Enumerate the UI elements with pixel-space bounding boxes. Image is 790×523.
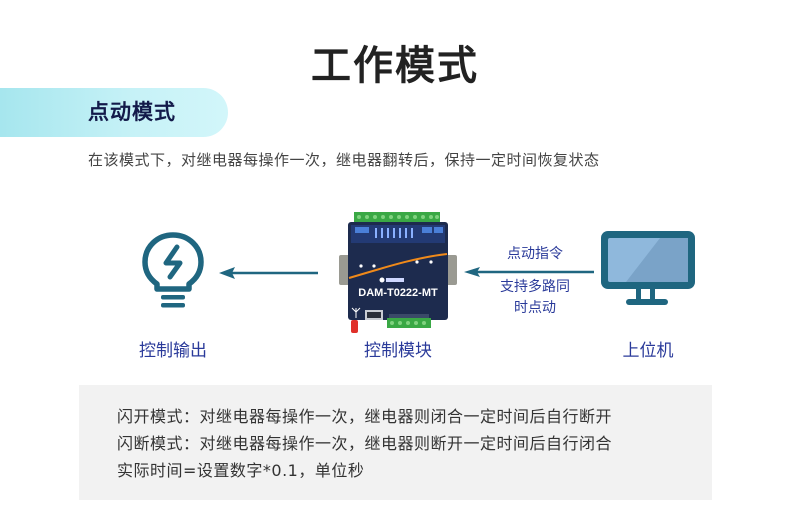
lightbulb-lightning-icon (140, 231, 206, 315)
section-label: 点动模式 (88, 100, 176, 124)
svg-text:DAM-T0222-MT: DAM-T0222-MT (358, 287, 438, 299)
arrow-to-output (219, 265, 319, 279)
control-module-label: 控制模块 (364, 341, 432, 361)
multi-channel-note-line2: 时点动 (514, 300, 556, 316)
command-label: 点动指令 (507, 246, 563, 262)
mode-description: 在该模式下，对继电器每操作一次，继电器翻转后，保持一定时间恢复状态 (88, 151, 600, 169)
note-time-formula: 实际时间=设置数字*0.1，单位秒 (117, 461, 365, 480)
arrow-to-module (464, 263, 594, 277)
notes-panel (79, 385, 712, 500)
control-output-label: 控制输出 (139, 341, 207, 361)
note-flash-open: 闪开模式：对继电器每操作一次，继电器则闭合一定时间后自行断开 (117, 407, 613, 426)
monitor-icon (598, 228, 698, 310)
note-flash-close: 闪断模式：对继电器每操作一次，继电器则断开一定时间后自行闭合 (117, 434, 613, 453)
host-pc-label: 上位机 (622, 341, 674, 361)
relay-module-device: DAM-T0222-MT (337, 210, 459, 335)
multi-channel-note-line1: 支持多路同 (500, 279, 570, 295)
section-pill (0, 88, 228, 137)
page-title: 工作模式 (311, 43, 479, 89)
